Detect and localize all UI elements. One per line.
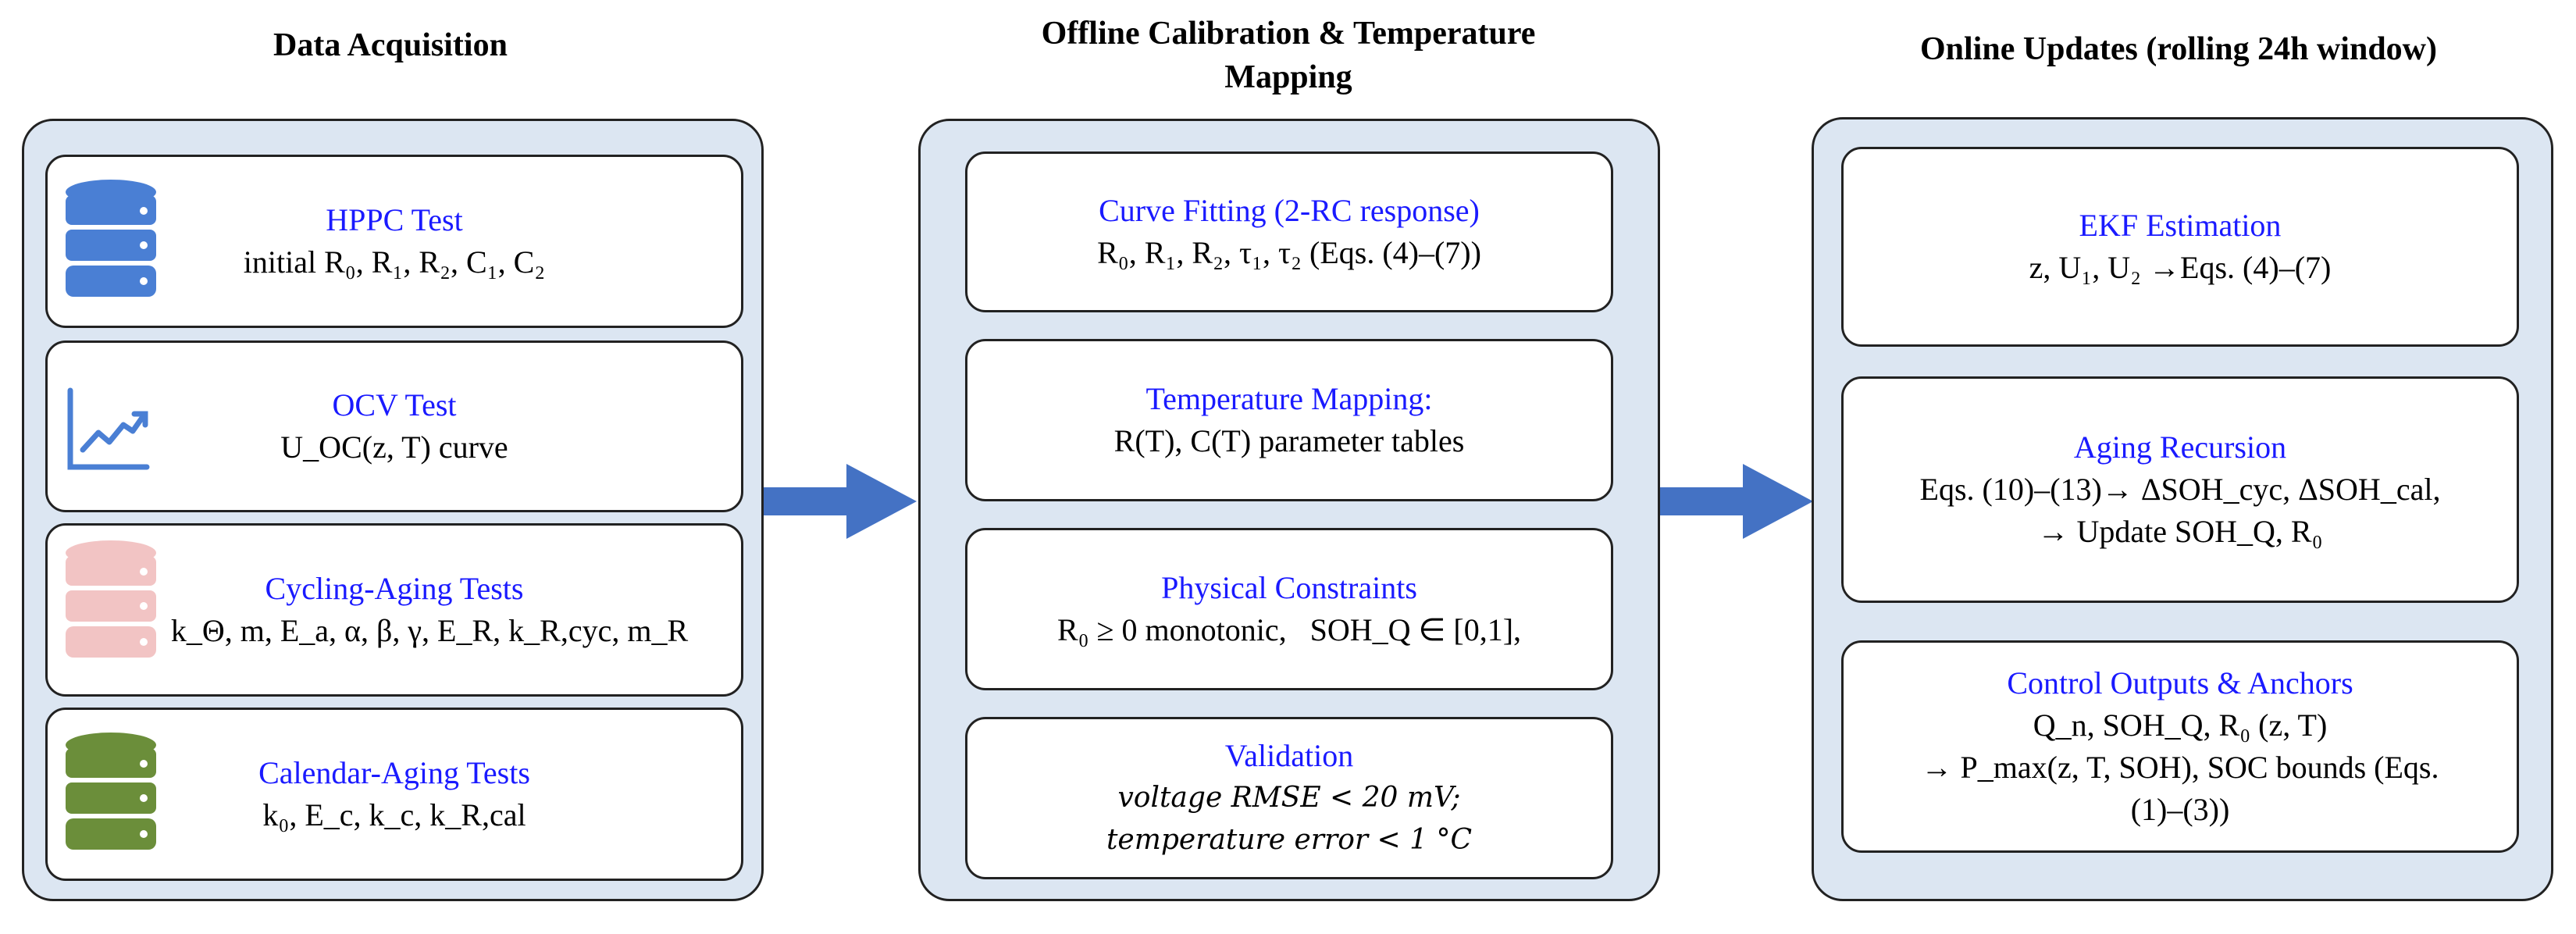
box-params: initial R₀, R₁, R₂, C₁, C₂: [243, 244, 546, 280]
box-ekf-estimation: EKF Estimation z, U₁, U₂ →Eqs. (4)–(7): [1841, 147, 2519, 347]
column-title-line1: Offline Calibration & Temperature: [1041, 16, 1536, 52]
box-title: Validation: [1224, 738, 1354, 773]
database-icon: [66, 540, 156, 658]
column-title-line2: Mapping: [1224, 59, 1352, 95]
box-params: k₀, E_c, k_c, k_R,cal: [262, 797, 526, 832]
box-line1: Eqs. (10)–(13)→ ΔSOH_cyc, ΔSOH_cal,: [1919, 472, 2441, 507]
box-line2: → P_max(z, T, SOH), SOC bounds (Eqs.: [1921, 750, 2439, 785]
box-ocv-test: OCV Test U_OC(z, T) curve: [45, 340, 743, 512]
box-params: z, U₁, U₂ →Eqs. (4)–(7): [2029, 250, 2332, 285]
box-title: OCV Test: [332, 387, 457, 422]
box-title: Control Outputs & Anchors: [2007, 665, 2353, 700]
box-line1: voltage RMSE < 20 mV;: [1117, 782, 1461, 814]
box-temperature-mapping: Temperature Mapping: R(T), C(T) paramete…: [965, 339, 1613, 501]
box-line2: → Update SOH_Q, R₀: [2037, 514, 2323, 549]
box-title: Curve Fitting (2-RC response): [1099, 193, 1480, 228]
box-title: EKF Estimation: [2079, 208, 2282, 243]
box-title: Aging Recursion: [2073, 430, 2287, 465]
box-title: Physical Constraints: [1161, 570, 1417, 605]
box-hppc-test: HPPC Test initial R₀, R₁, R₂, C₁, C₂: [45, 155, 743, 328]
right-arrow-icon: [764, 464, 917, 539]
box-params: R₀, R₁, R₂, τ₁, τ₂ (Eqs. (4)–(7)): [1097, 235, 1481, 270]
box-params: R₀ ≥ 0 monotonic, SOH_Q ∈ [0,1],: [1056, 612, 1522, 647]
box-title: Temperature Mapping:: [1145, 381, 1433, 416]
line-chart-icon: [67, 387, 150, 470]
box-line3: (1)–(3)): [2130, 792, 2230, 827]
box-params: k_Θ, m, E_a, α, β, γ, E_R, k_R,cyc, m_R: [170, 613, 689, 648]
box-validation: Validation voltage RMSE < 20 mV; tempera…: [965, 717, 1613, 879]
right-arrow-icon: [1660, 464, 1813, 539]
database-icon: [66, 733, 156, 850]
column-title-online-updates: Online Updates (rolling 24h window): [1919, 31, 2437, 67]
box-calendar-aging-tests: Calendar-Aging Tests k₀, E_c, k_c, k_R,c…: [45, 708, 743, 881]
box-cycling-aging-tests: Cycling-Aging Tests k_Θ, m, E_a, α, β, γ…: [45, 523, 743, 697]
box-line2: temperature error < 1 °C: [1106, 824, 1473, 856]
database-icon: [66, 180, 156, 297]
box-title: Cycling-Aging Tests: [265, 571, 524, 606]
column-title-data-acquisition: Data Acquisition: [273, 27, 508, 63]
box-control-outputs: Control Outputs & Anchors Q_n, SOH_Q, R₀…: [1841, 640, 2519, 853]
box-line1: Q_n, SOH_Q, R₀ (z, T): [2033, 708, 2328, 743]
box-physical-constraints: Physical Constraints R₀ ≥ 0 monotonic, S…: [965, 528, 1613, 690]
box-params: U_OC(z, T) curve: [280, 430, 508, 465]
box-aging-recursion: Aging Recursion Eqs. (10)–(13)→ ΔSOH_cyc…: [1841, 376, 2519, 603]
box-title: Calendar-Aging Tests: [258, 755, 530, 790]
box-params: R(T), C(T) parameter tables: [1113, 423, 1465, 458]
column-title-offline-calibration: Offline Calibration & Temperature Mappin…: [914, 12, 1663, 99]
box-curve-fitting: Curve Fitting (2-RC response) R₀, R₁, R₂…: [965, 152, 1613, 312]
box-title: HPPC Test: [326, 202, 463, 237]
